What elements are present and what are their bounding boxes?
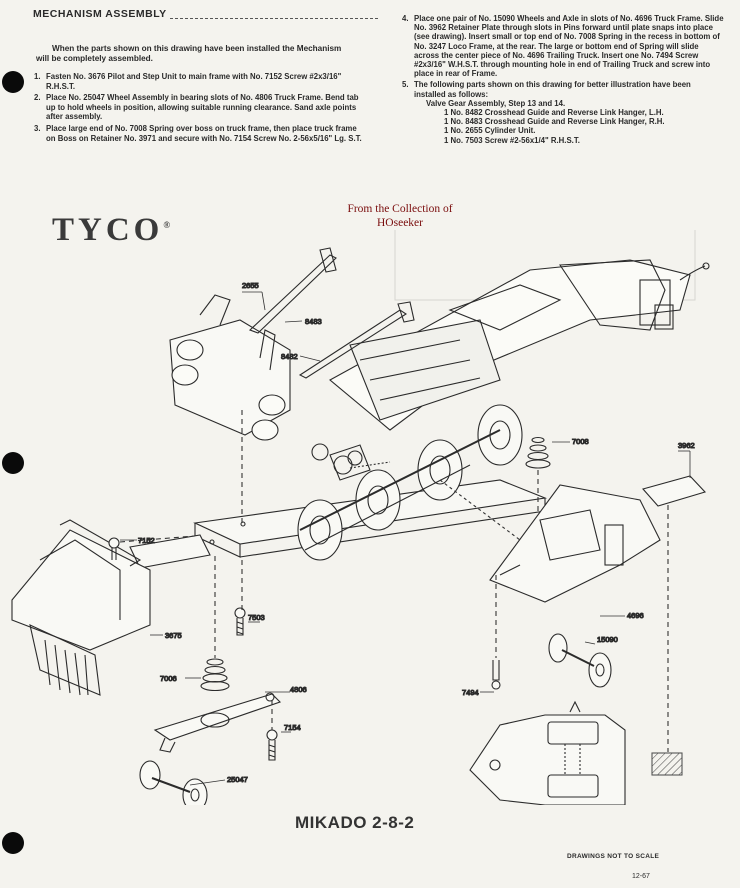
scale-note: DRAWINGS NOT TO SCALE bbox=[567, 853, 660, 860]
label-4806: 4806 bbox=[290, 685, 307, 694]
binder-hole bbox=[2, 71, 24, 93]
valve-gear-heading: Valve Gear Assembly, Step 13 and 14. bbox=[426, 98, 566, 108]
leader-lines bbox=[120, 291, 691, 786]
loco-body-part bbox=[329, 259, 710, 431]
intro-text: When the parts shown on this drawing hav… bbox=[36, 44, 342, 63]
heading-rule bbox=[170, 18, 378, 19]
label-7006: 7006 bbox=[160, 674, 177, 683]
valve-gear-item: 1 No. 2655 Cylinder Unit. bbox=[444, 126, 536, 136]
step-item: 1.Fasten No. 3676 Pilot and Step Unit to… bbox=[34, 72, 342, 91]
step-item: 3.Place large end of No. 7008 Spring ove… bbox=[34, 123, 362, 143]
cylinder-unit-part bbox=[169, 294, 291, 441]
steps-left-list: 1.Fasten No. 3676 Pilot and Step Unit to… bbox=[34, 72, 362, 145]
gear-set bbox=[311, 443, 363, 475]
step-item: 4.Place one pair of No. 15090 Wheels and… bbox=[402, 14, 724, 79]
step-item: 2.Place No. 25047 Wheel Assembly in bear… bbox=[34, 93, 359, 122]
trailing-wheelset bbox=[548, 633, 612, 688]
model-title: MIKADO 2-8-2 bbox=[295, 813, 415, 832]
screw-7494 bbox=[491, 660, 501, 690]
valve-gear-item: 1 No. 7503 Screw #2-56x1/4" R.H.S.T. bbox=[444, 135, 580, 145]
label-4696: 4696 bbox=[627, 611, 644, 620]
collection-credit: From the Collection of HOseeker bbox=[347, 203, 453, 229]
label-2655: 2655 bbox=[242, 281, 259, 290]
label-7008: 7008 bbox=[572, 437, 589, 446]
label-7152: 7152 bbox=[138, 536, 155, 545]
valve-gear-item: 1 No. 8482 Crosshead Guide and Reverse L… bbox=[444, 108, 664, 118]
screw-7503 bbox=[234, 607, 246, 636]
trailing-truck-bottom-view bbox=[469, 700, 683, 805]
crosshead-guides bbox=[248, 247, 415, 379]
label-15090: 15090 bbox=[597, 635, 618, 644]
steps-right-list: 4.Place one pair of No. 15090 Wheels and… bbox=[402, 14, 724, 147]
label-7503: 7503 bbox=[248, 613, 265, 622]
assembly-lines bbox=[119, 410, 669, 752]
pilot-step-unit bbox=[11, 519, 151, 696]
tyco-logo: TYCO® bbox=[52, 212, 171, 248]
date-code: 12-67 bbox=[632, 873, 650, 880]
valve-gear-item: 1 No. 8483 Crosshead Guide and Reverse L… bbox=[444, 117, 665, 127]
screw-7154 bbox=[266, 729, 278, 761]
label-3675: 3675 bbox=[165, 631, 182, 640]
spring-7008 bbox=[525, 436, 551, 469]
exploded-diagram: 2655 8483 8482 7152 3675 7503 7006 4806 … bbox=[11, 230, 710, 805]
label-7494: 7494 bbox=[462, 688, 479, 697]
label-3962: 3962 bbox=[678, 441, 695, 450]
label-7154: 7154 bbox=[284, 723, 301, 732]
label-8483: 8483 bbox=[305, 317, 322, 326]
section-heading: MECHANISM ASSEMBLY bbox=[33, 8, 167, 20]
retainer-plate bbox=[642, 475, 707, 507]
label-25047: 25047 bbox=[227, 775, 248, 784]
label-8482: 8482 bbox=[281, 352, 298, 361]
binder-hole bbox=[2, 452, 24, 474]
pony-truck-frame bbox=[153, 692, 282, 753]
binder-hole bbox=[2, 832, 24, 854]
pony-wheelset bbox=[139, 760, 208, 805]
trailing-truck-frame bbox=[489, 484, 661, 603]
valve-gear-list: Valve Gear Assembly, Step 13 and 14. 1 N… bbox=[414, 99, 724, 145]
screw-7152 bbox=[108, 537, 120, 560]
step-item: 5.The following parts shown on this draw… bbox=[402, 80, 724, 144]
spring-7006 bbox=[200, 658, 230, 692]
